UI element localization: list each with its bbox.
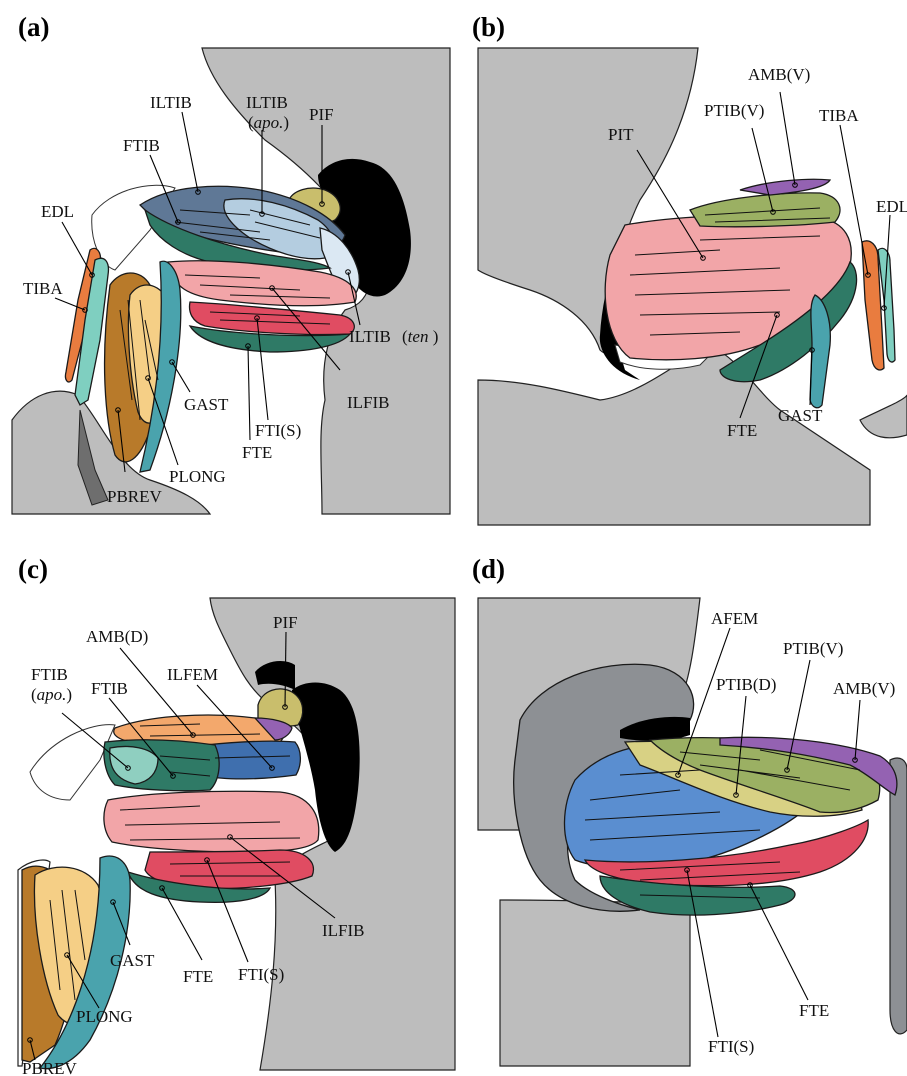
panel-d-label-afem: AFEM (711, 609, 758, 628)
panel-d-label-fti-s: FTI(S) (708, 1037, 754, 1056)
panel-b: (b) AMB(V) (472, 12, 907, 525)
panel-c-label-pbrev: PBREV (22, 1059, 78, 1076)
panel-d-label-amb-v: AMB(V) (833, 679, 895, 698)
panel-a-label-fte: FTE (242, 443, 272, 462)
panel-b-ptib-v (690, 193, 840, 227)
panel-a: (a) (12, 12, 450, 514)
panel-c-label-fte: FTE (183, 967, 213, 986)
panel-a-label-iltib-ten-wrap: (ten ) (402, 327, 438, 346)
panel-d-tibia-bone (500, 900, 690, 1066)
panel-a-letter: (a) (18, 12, 49, 42)
panel-a-label-tiba: TIBA (23, 279, 63, 298)
panel-a-label-gast: GAST (184, 395, 229, 414)
panel-c: (c) (18, 554, 455, 1076)
panel-a-label-fti-s: FTI(S) (255, 421, 301, 440)
panel-a-label-pif: PIF (309, 105, 334, 124)
panel-d-fibula-bone (890, 758, 907, 1034)
panel-c-label-pif: PIF (273, 613, 298, 632)
panel-c-label-fti-s: FTI(S) (238, 965, 284, 984)
panel-a-label-iltib-apo-note: apo. (254, 113, 284, 132)
panel-d-label-ptib-d: PTIB(D) (716, 675, 776, 694)
panel-b-label-edl: EDL (876, 197, 907, 216)
panel-a-label-ftib: FTIB (123, 136, 160, 155)
panel-d-letter: (d) (472, 554, 505, 584)
panel-c-label-gast: GAST (110, 951, 155, 970)
panel-c-ilfib (104, 791, 319, 852)
panel-b-label-ptib-v: PTIB(V) (704, 101, 764, 120)
panel-c-label-ilfib: ILFIB (322, 921, 365, 940)
panel-a-label-ilfib: ILFIB (347, 393, 390, 412)
panel-b-label-gast: GAST (778, 406, 823, 425)
panel-d-label-fte: FTE (799, 1001, 829, 1020)
panel-c-label-plong: PLONG (76, 1007, 133, 1026)
panel-b-fibula-bone (860, 395, 907, 438)
panel-b-letter: (b) (472, 12, 505, 42)
panel-c-label-amb-d: AMB(D) (86, 627, 148, 646)
panel-a-label-plong: PLONG (169, 467, 226, 486)
panel-a-label-iltib-ten-note: ten (408, 327, 429, 346)
panel-a-label-pbrev: PBREV (107, 487, 163, 506)
panel-a-label-iltib: ILTIB (150, 93, 192, 112)
panel-c-label-ftib-apo-note: apo. (37, 685, 67, 704)
panel-c-label-ftib-apo-wrap: (apo.) (31, 685, 72, 704)
panel-b-gast (810, 295, 830, 408)
panel-a-label-iltib-apo-wrap: (apo.) (248, 113, 289, 132)
panel-c-letter: (c) (18, 554, 48, 584)
panel-c-label-ftib: FTIB (91, 679, 128, 698)
panel-a-label-iltib-apo-name: ILTIB (246, 93, 288, 112)
panel-a-label-edl: EDL (41, 202, 74, 221)
panel-c-capsule (30, 725, 115, 800)
panel-a-label-iltib-ten-name: ILTIB (349, 327, 391, 346)
panel-c-label-ftib-apo-name: FTIB (31, 665, 68, 684)
panel-b-label-fte: FTE (727, 421, 757, 440)
panel-b-label-pit: PIT (608, 125, 634, 144)
panel-c-label-ilfem: ILFEM (167, 665, 218, 684)
panel-b-label-amb-v: AMB(V) (748, 65, 810, 84)
panel-b-label-tiba: TIBA (819, 106, 859, 125)
panel-d-label-ptib-v: PTIB(V) (783, 639, 843, 658)
panel-d: (d) AFEM PTI (472, 554, 907, 1066)
